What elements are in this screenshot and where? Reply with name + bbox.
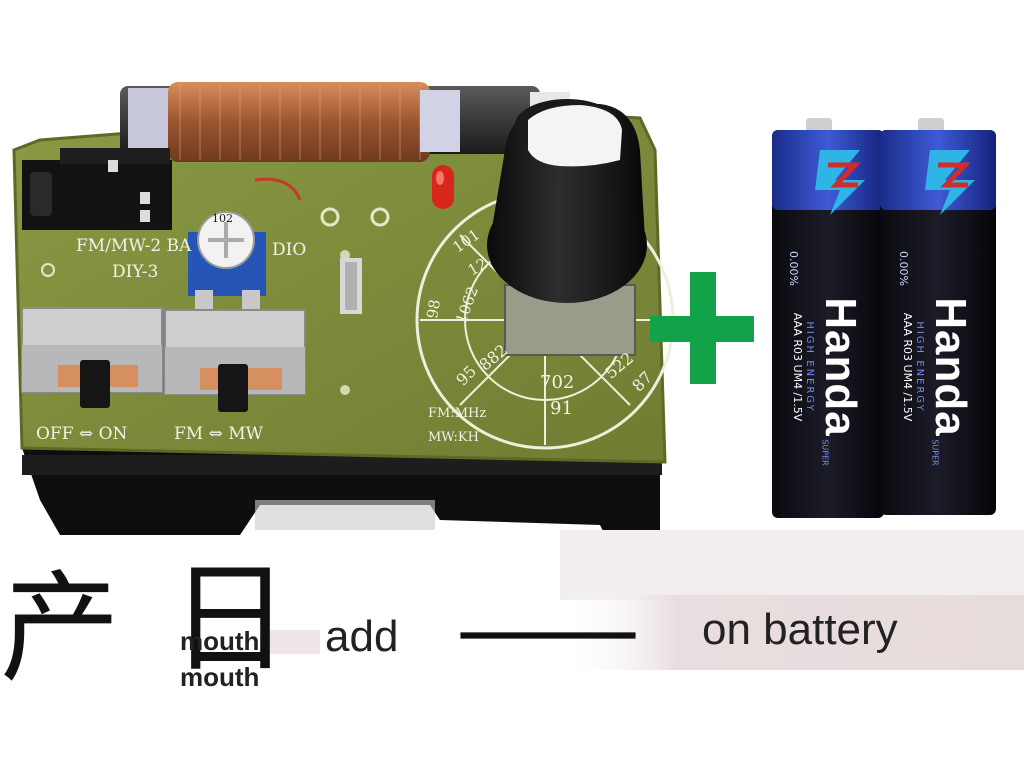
battery-brand: Handa (816, 297, 865, 437)
band-switch (164, 309, 306, 412)
dial-mark: 702 (540, 372, 575, 393)
battery-model: AAA R03 UM4 /1.5V (901, 312, 914, 422)
battery-left-label: Handa HIGH ENERGY AAA R03 UM4 /1.5V (791, 267, 865, 467)
caption-small-1: mouth (180, 626, 260, 656)
battery-grade: SUPER (820, 439, 830, 466)
switch-label-band: FM ⇔ MW (174, 424, 264, 444)
battery-grade: SUPER (930, 439, 940, 466)
crystal (340, 258, 362, 314)
caption-tail: on battery (702, 605, 898, 654)
battery-model: AAA R03 UM4 /1.5V (791, 312, 804, 422)
unit-mw: MW:KH (428, 430, 479, 445)
battery-series: HIGH ENERGY (804, 321, 815, 413)
battery-right-label: Handa HIGH ENERGY AAA R03 UM4 /1.5V (901, 267, 975, 467)
switch-label-power: OFF ⇔ ON (36, 424, 128, 444)
power-switch (21, 307, 163, 408)
battery-holder (22, 448, 662, 545)
red-led (432, 165, 454, 209)
tuning-knob (487, 99, 647, 356)
battery-series: HIGH ENERGY (914, 321, 925, 413)
dial-mark: 91 (550, 398, 573, 419)
battery-left (772, 118, 884, 518)
plus-sign (650, 272, 754, 384)
board-title-1b: DIO (272, 240, 307, 260)
unit-fm: FM:MHz (428, 406, 487, 421)
headphone-jack (22, 148, 172, 230)
board-title-1: FM/MW-2 BA (76, 236, 192, 256)
board-title-2: DIY-3 (112, 262, 159, 282)
caption-small-2: mouth (180, 662, 260, 692)
ferrite-antenna (120, 82, 570, 162)
battery-right (880, 118, 996, 515)
caption-add: add (325, 612, 399, 661)
battery-brand: Handa (926, 297, 975, 437)
battery-mercury: 0.00% (896, 251, 910, 286)
pot-marking: 102 (212, 212, 233, 225)
trimmer-pot (188, 211, 266, 310)
battery-mercury: 0.00% (786, 251, 800, 286)
caption-char-2: 日 (170, 550, 290, 689)
dial-mark: 98 (423, 298, 445, 320)
caption-dash: — (452, 572, 644, 684)
caption-char-1: 产 (0, 560, 120, 699)
